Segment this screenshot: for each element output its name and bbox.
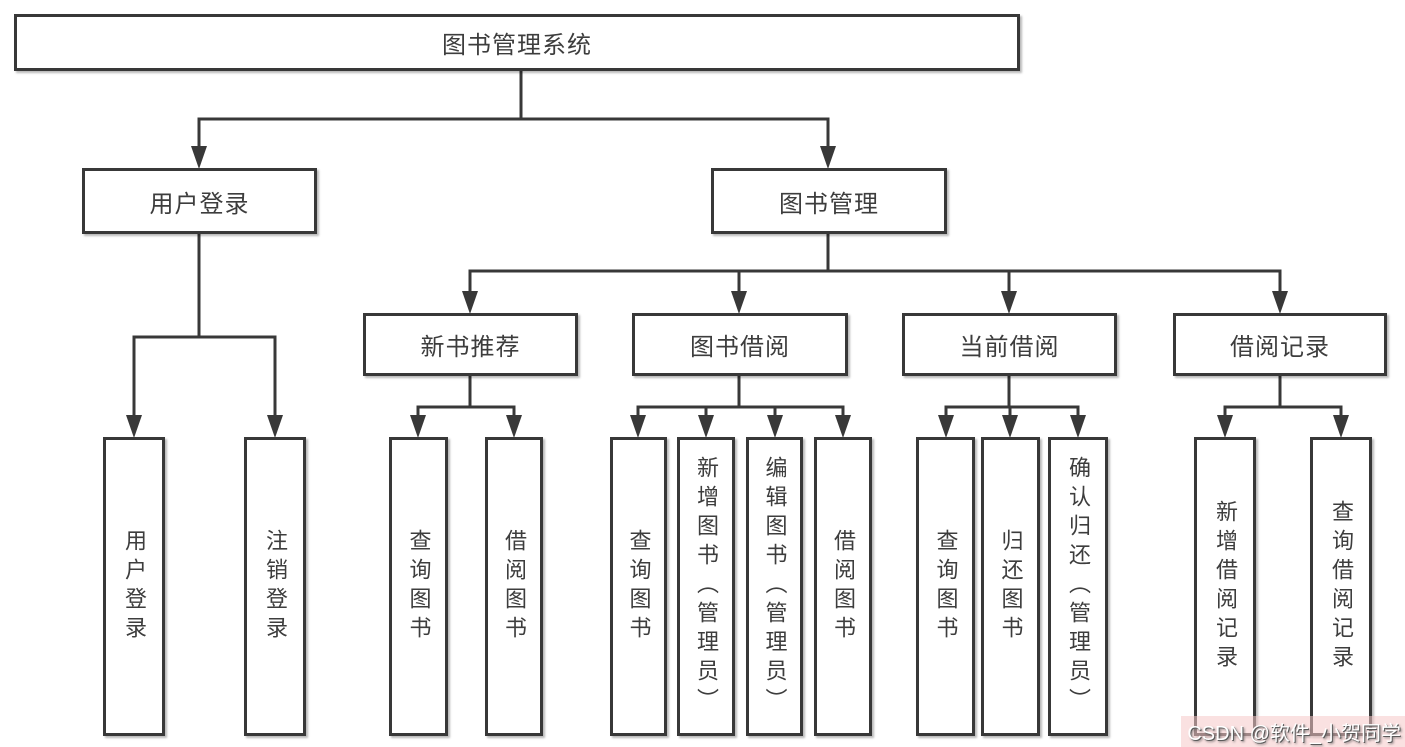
node-current-borrow-label: 当前借阅 (959, 334, 1060, 361)
leaf-recommend-query-books-label: 查询图书 (406, 528, 432, 645)
leaf-edit-books-admin: 编辑图书（管理员） (746, 437, 803, 736)
leaf-recommend-borrow-books-label: 借阅图书 (502, 528, 527, 645)
leaf-add-borrow-record-label: 新增借阅记录 (1213, 499, 1238, 674)
node-book-borrow-label: 图书借阅 (690, 334, 790, 361)
leaf-add-borrow-record: 新增借阅记录 (1194, 437, 1256, 736)
node-book-management: 图书管理 (711, 168, 947, 234)
leaf-current-query-books: 查询图书 (916, 437, 975, 736)
leaf-add-books-admin-label: 新增图书（管理员） (694, 456, 719, 717)
node-borrow-record: 借阅记录 (1173, 313, 1387, 376)
leaf-borrow-query-books: 查询图书 (610, 437, 667, 736)
leaf-confirm-return-admin: 确认归还（管理员） (1048, 437, 1108, 736)
leaf-return-books: 归还图书 (981, 437, 1040, 736)
leaf-user-login-label: 用户登录 (122, 528, 147, 645)
node-new-book-recommend-label: 新书推荐 (420, 334, 521, 361)
leaf-add-books-admin: 新增图书（管理员） (677, 437, 735, 736)
leaf-user-login: 用户登录 (103, 437, 165, 736)
node-book-management-label: 图书管理 (779, 190, 879, 218)
leaf-query-borrow-record-label: 查询借阅记录 (1329, 499, 1354, 674)
leaf-logout: 注销登录 (244, 437, 306, 736)
leaf-edit-books-admin-label: 编辑图书（管理员） (762, 456, 788, 717)
node-user-login: 用户登录 (82, 168, 317, 234)
leaf-return-books-label: 归还图书 (998, 528, 1024, 645)
leaf-logout-label: 注销登录 (263, 528, 288, 645)
node-borrow-record-label: 借阅记录 (1230, 334, 1330, 361)
leaf-borrow-books: 借阅图书 (814, 437, 872, 736)
node-library-system-label: 图书管理系统 (442, 32, 592, 59)
node-library-system: 图书管理系统 (14, 14, 1020, 71)
node-current-borrow: 当前借阅 (902, 313, 1117, 376)
leaf-recommend-borrow-books: 借阅图书 (485, 437, 543, 736)
leaf-confirm-return-admin-label: 确认归还（管理员） (1066, 456, 1091, 717)
csdn-watermark-text: CSDN @软件_小贺同学 (1187, 723, 1401, 745)
connector-rails (132, 71, 1343, 416)
node-new-book-recommend: 新书推荐 (363, 313, 578, 376)
node-book-borrow: 图书借阅 (632, 313, 848, 376)
leaf-query-borrow-record: 查询借阅记录 (1310, 437, 1372, 736)
leaf-borrow-books-label: 借阅图书 (831, 528, 856, 645)
leaf-borrow-query-books-label: 查询图书 (626, 528, 652, 645)
csdn-watermark: CSDN @软件_小贺同学 (1181, 716, 1405, 747)
leaf-recommend-query-books: 查询图书 (389, 437, 448, 736)
leaf-current-query-books-label: 查询图书 (933, 528, 959, 645)
arrowheads (126, 146, 1349, 438)
node-user-login-label: 用户登录 (149, 190, 250, 218)
